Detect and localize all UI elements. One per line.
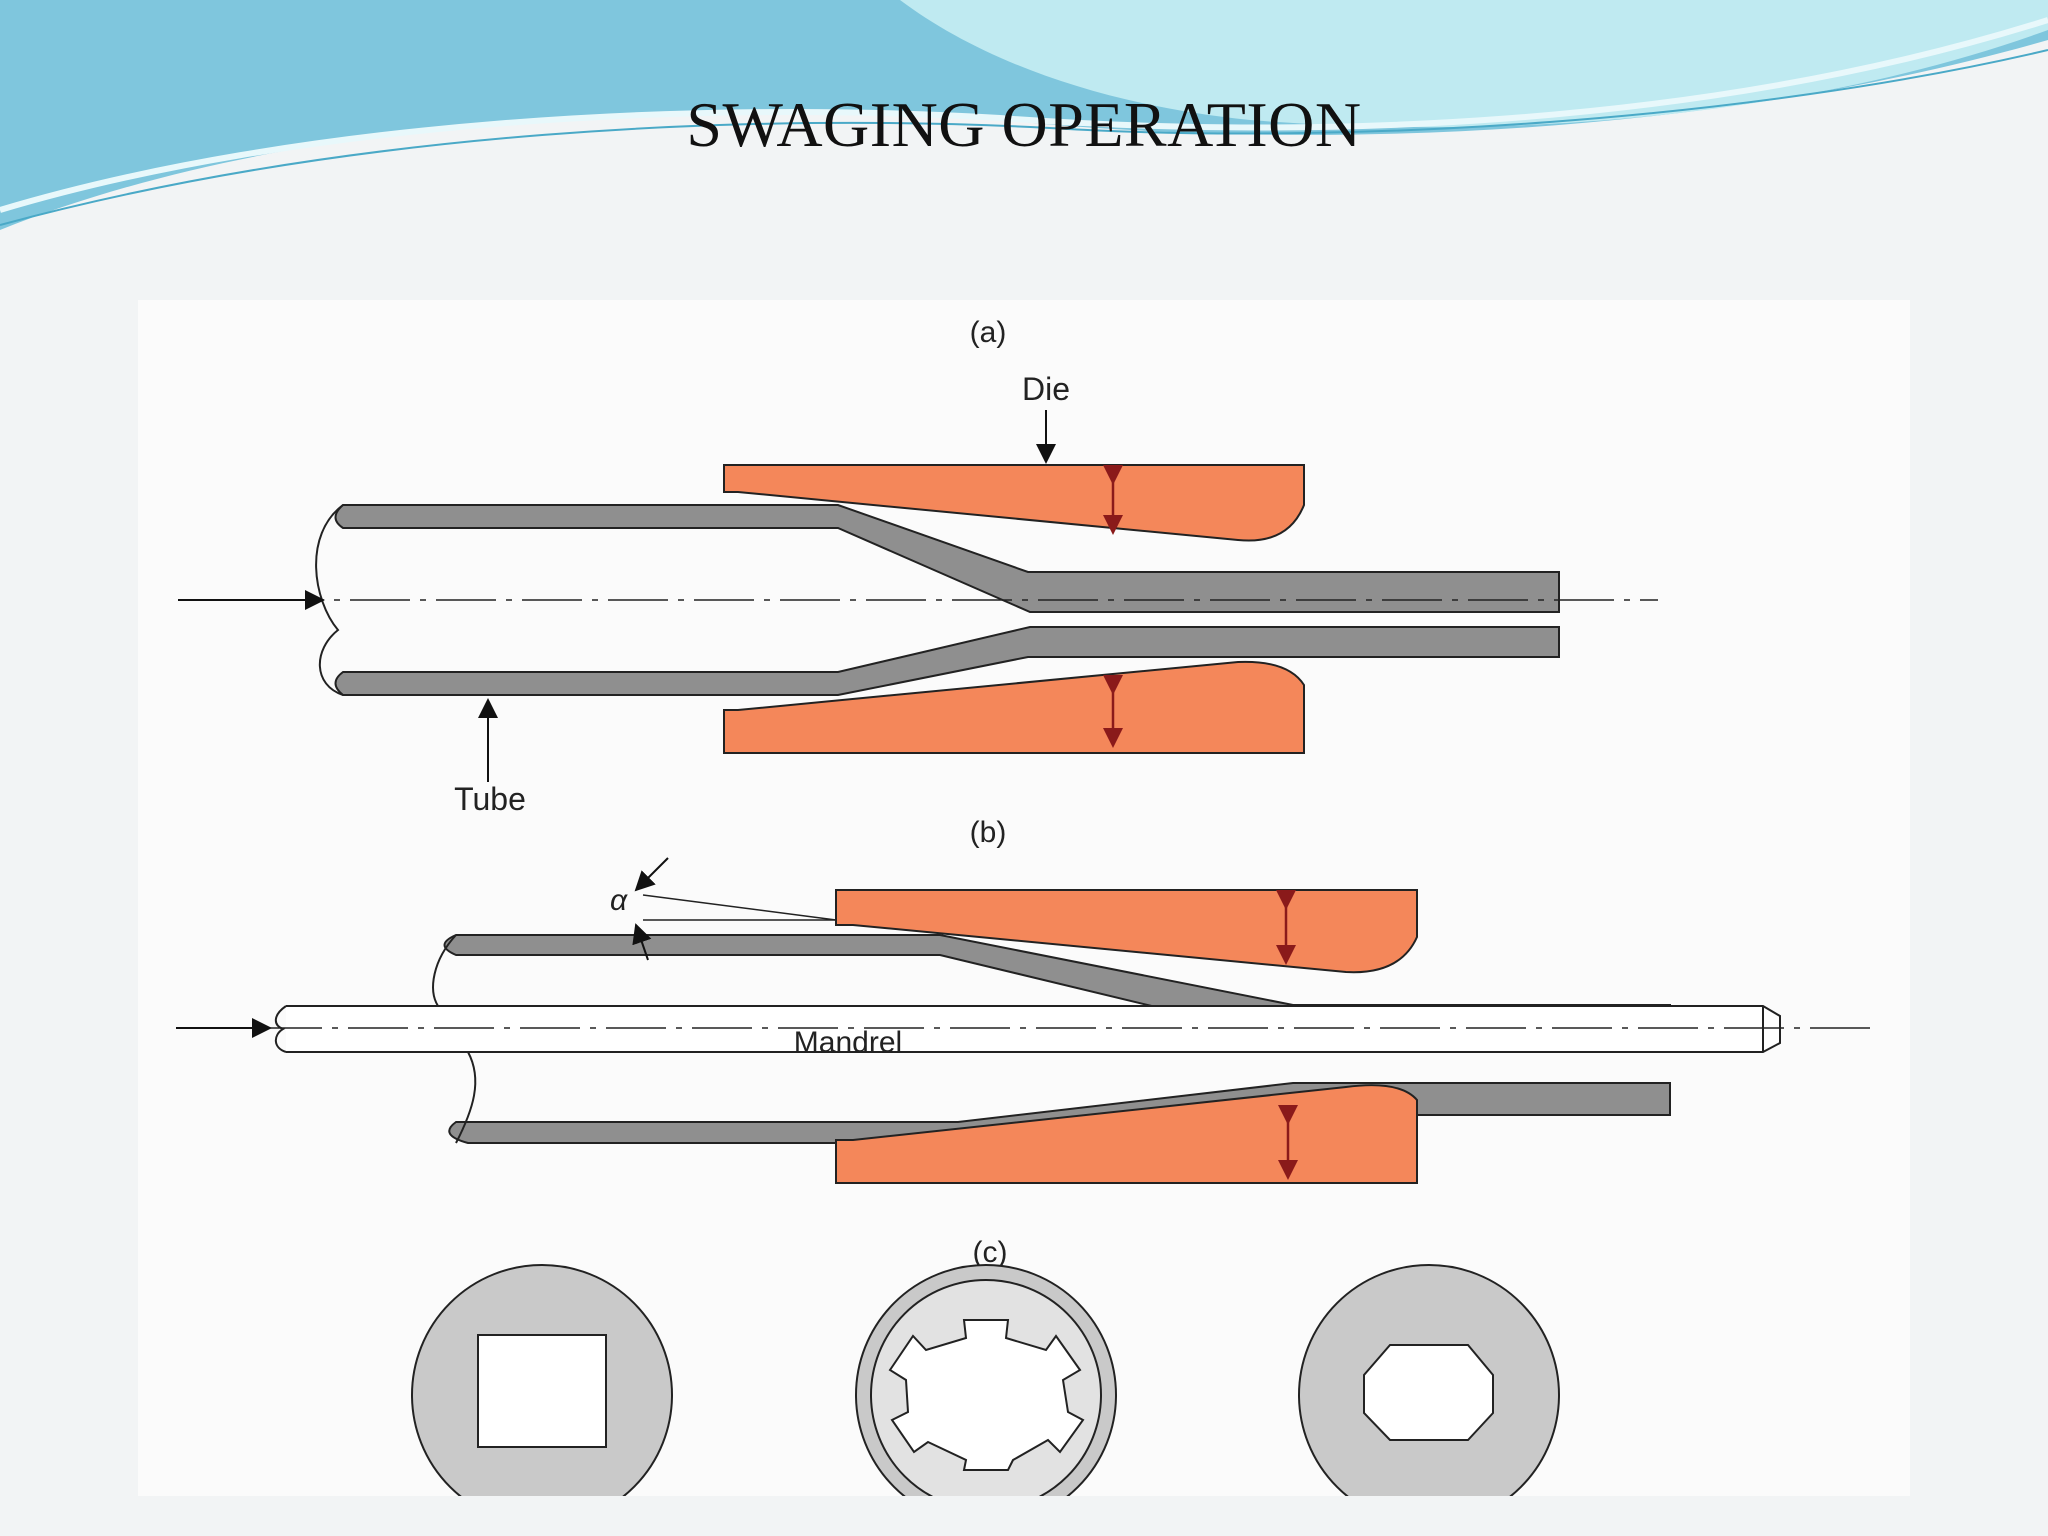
splined-hole-section bbox=[855, 1264, 1117, 1496]
swaging-diagram: (a) Die Tube (b) bbox=[176, 316, 1878, 1496]
mandrel-rod bbox=[286, 1005, 1781, 1053]
die-label: Die bbox=[1022, 371, 1070, 407]
die-angle-annotation: α bbox=[610, 857, 837, 961]
panel-b-dies bbox=[835, 889, 1418, 1184]
slide-title: SWAGING OPERATION bbox=[686, 89, 1362, 160]
angle-arrow-bottom bbox=[632, 923, 652, 961]
mandrel bbox=[274, 1005, 1781, 1053]
die-bottom bbox=[723, 660, 1305, 754]
tube-b-open-end-top bbox=[432, 934, 457, 1007]
mandrel-end bbox=[274, 1005, 287, 1053]
angle-alpha-label: α bbox=[610, 884, 628, 917]
angle-arrow-top bbox=[634, 857, 669, 892]
panel-a-label: (a) bbox=[970, 316, 1007, 349]
spline-profile bbox=[888, 1319, 1085, 1471]
tube-label: Tube bbox=[454, 781, 526, 817]
header-wave-decoration bbox=[0, 0, 2048, 230]
octagonal-hole-section bbox=[1298, 1264, 1560, 1496]
tube-open-end bbox=[315, 504, 344, 696]
panel-b-label: (b) bbox=[970, 816, 1007, 849]
header-wave-line bbox=[0, 49, 2048, 226]
header-wave-highlight bbox=[0, 17, 2048, 213]
panel-a-tube bbox=[315, 504, 1560, 696]
figure-panel: (a) Die Tube (b) bbox=[138, 300, 1910, 1496]
panel-c-label: (c) bbox=[973, 1236, 1008, 1269]
square-hole-section bbox=[411, 1264, 673, 1496]
panel-a-dies bbox=[723, 464, 1305, 754]
tube-lower-wall bbox=[334, 626, 1560, 696]
die-b-top bbox=[835, 889, 1418, 974]
tube-upper-wall bbox=[334, 504, 1560, 613]
header-wave-light bbox=[900, 0, 2048, 128]
tube-b-open-end-bottom bbox=[455, 1051, 477, 1144]
die-b-bottom bbox=[835, 1084, 1418, 1184]
mandrel-label: Mandrel bbox=[794, 1026, 902, 1059]
die-top bbox=[723, 464, 1305, 542]
